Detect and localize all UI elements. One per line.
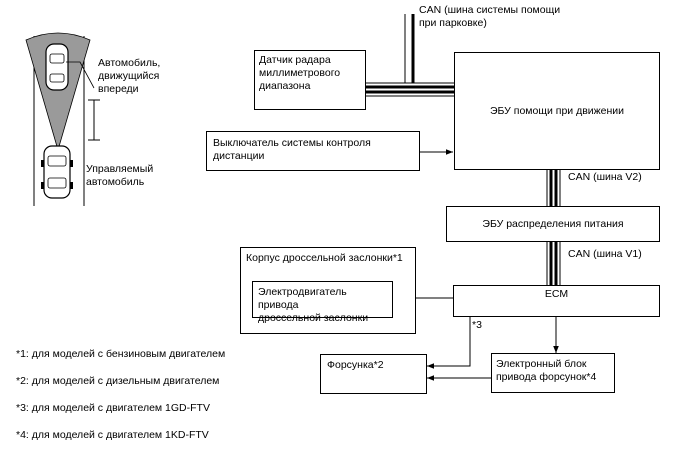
throttle-motor-label-line: дроссельной заслонки (258, 312, 369, 324)
throttle-motor-label-line: Электродвигатель привода (258, 286, 347, 311)
injector-driver-box: Электронный блок привода форсунок*4 (491, 353, 615, 393)
footnote-3: *3: для моделей с двигателем 1GD-FTV (16, 402, 210, 414)
distance-switch-label-line: дистанции (213, 150, 265, 162)
footnote-2: *2: для моделей с дизельным двигателем (16, 375, 220, 387)
ecm-box: ECM (453, 285, 660, 317)
injector-driver-label-line: привода форсунок*4 (496, 371, 597, 383)
footnote-4: *4: для моделей с двигателем 1KD-FTV (16, 429, 209, 441)
power-distribution-ecu-box: ЭБУ распределения питания (446, 206, 660, 242)
note-mark-3: *3 (472, 319, 482, 331)
driving-assist-ecu-label: ЭБУ помощи при движении (489, 104, 625, 117)
front-car-label-line: впереди (98, 83, 139, 95)
throttle-body-title: Корпус дроссельной заслонки*1 (246, 252, 403, 264)
driving-assist-ecu-box: ЭБУ помощи при движении (454, 52, 660, 170)
injector-label: Форсунка*2 (327, 359, 384, 371)
ecm-to-injector-arrow (427, 317, 471, 369)
front-car-label-line: движущийся (98, 70, 160, 82)
can-parking-label-line: при парковке) (419, 17, 487, 29)
can-parking-bus (365, 14, 455, 97)
throttle-motor-box: Электродвигатель привода дроссельной зас… (252, 281, 393, 324)
power-distribution-ecu-label: ЭБУ распределения питания (482, 217, 624, 230)
footnote-1: *1: для моделей с бензиновым двигателем (16, 348, 226, 360)
front-car-icon (45, 43, 69, 91)
injector-box: Форсунка*2 (320, 354, 427, 394)
radar-sensor-label-line: миллиметрового (259, 67, 341, 79)
own-car-label-line: автомобиль (86, 176, 145, 188)
ecm-label: ECM (544, 288, 569, 300)
distance-indicator (88, 99, 100, 141)
can-v2-label: CAN (шина V2) (568, 171, 642, 183)
radar-sensor-box: Датчик радара миллиметрового диапазона (254, 50, 366, 110)
radar-sensor-label-line: Датчик радара (259, 54, 331, 66)
distance-switch-label-line: Выключатель системы контроля (213, 137, 371, 149)
can-v1-bus (546, 242, 561, 285)
distance-switch-box: Выключатель системы контроля дистанции (206, 131, 420, 171)
can-v1-label: CAN (шина V1) (568, 248, 642, 260)
own-car-label: Управляемый автомобиль (86, 163, 153, 189)
can-v2-bus (546, 170, 561, 206)
radar-sensor-label-line: диапазона (259, 80, 311, 92)
can-parking-label: CAN (шина системы помощи при парковке) (419, 4, 560, 30)
front-car-label-line: Автомобиль, (98, 57, 161, 69)
own-car-label-line: Управляемый (86, 163, 154, 175)
own-car-icon (41, 145, 73, 199)
front-car-leader (66, 61, 95, 89)
can-parking-label-line: CAN (шина системы помощи (419, 4, 561, 16)
injector-driver-label-line: Электронный блок (496, 358, 587, 370)
front-car-label: Автомобиль, движущийся впереди (98, 57, 160, 96)
